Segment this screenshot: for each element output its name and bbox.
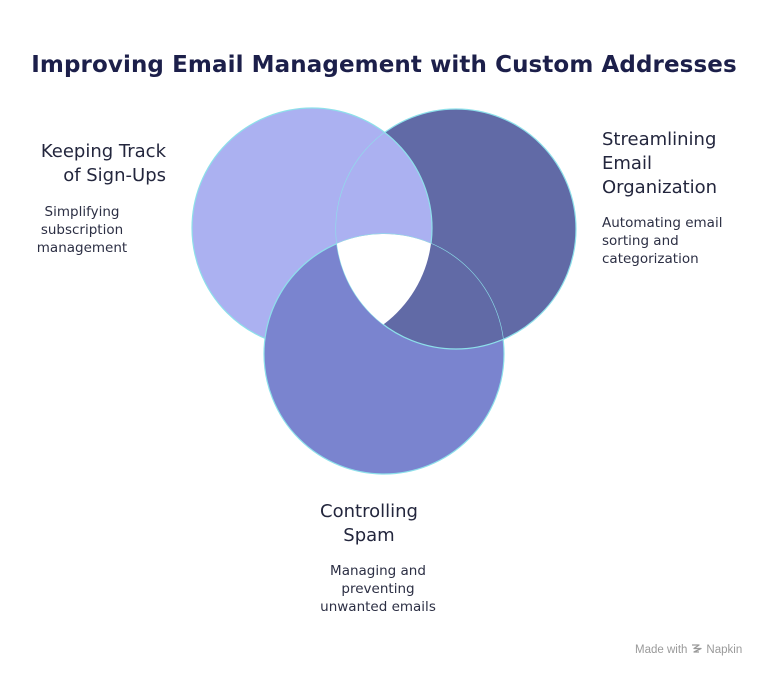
left-section-title: Keeping Track of Sign-Ups	[40, 141, 166, 186]
napkin-logo-icon	[691, 643, 703, 657]
bottom-section-description: Managing and preventing unwanted emails	[320, 563, 436, 615]
right-section-title: Streamlining Email Organization	[602, 129, 718, 198]
diagram-title: Improving Email Management with Custom A…	[31, 52, 737, 78]
made-with-napkin: Made with Napkin	[635, 643, 742, 657]
bottom-section-title: Controlling Spam	[320, 501, 418, 546]
made-with-text: Made with	[635, 644, 688, 656]
left-section-description: Simplifying subscription management	[36, 204, 128, 256]
napkin-brand-text: Napkin	[706, 644, 743, 656]
right-section-description: Automating email sorting and categorizat…	[602, 215, 723, 267]
